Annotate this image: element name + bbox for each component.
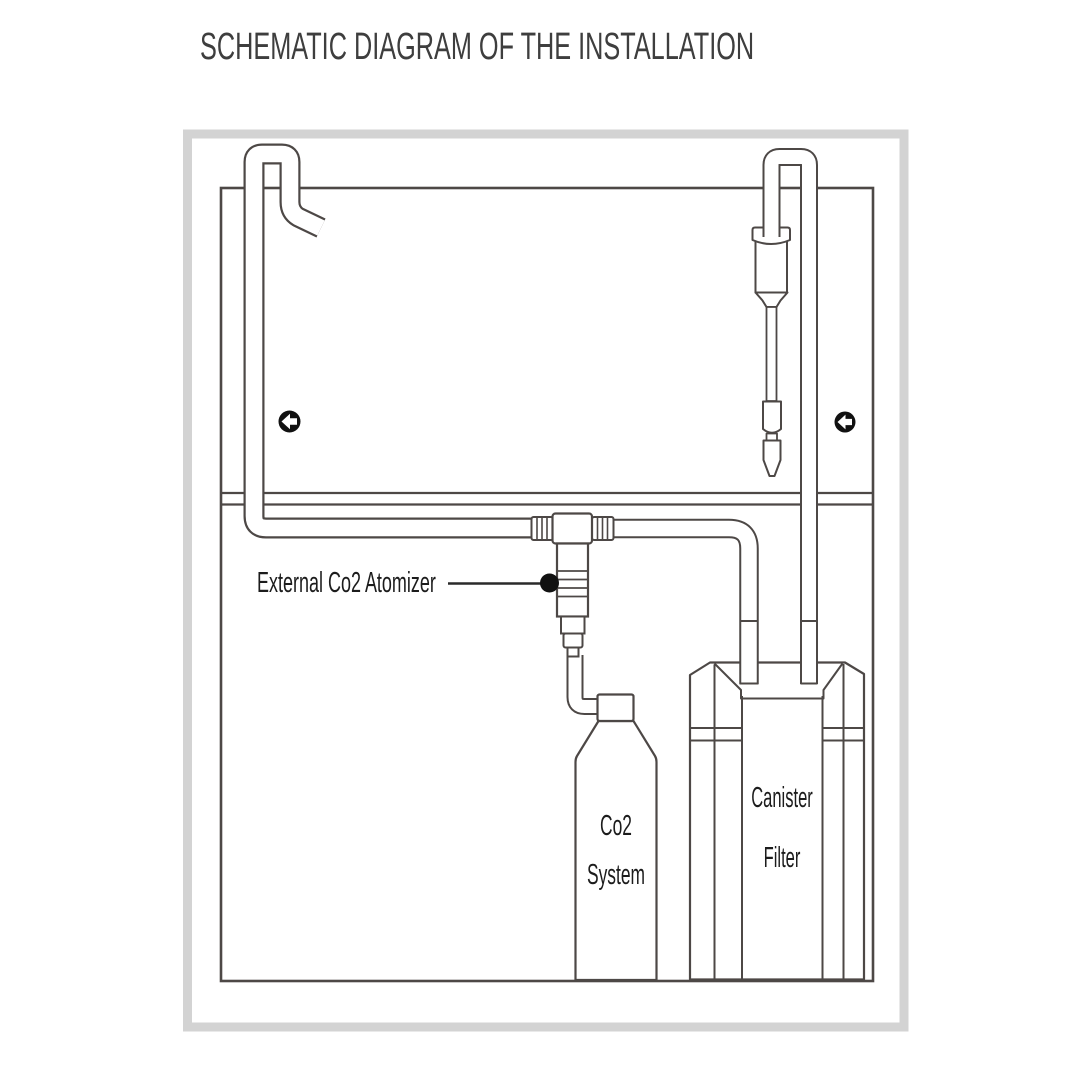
atomizer-left-barb bbox=[530, 516, 554, 541]
co2-label-line1: Co2 bbox=[600, 810, 632, 842]
filter-label-line2: Filter bbox=[763, 842, 801, 874]
co2-label-line2: System bbox=[586, 859, 646, 891]
intake-pipe bbox=[243, 143, 533, 539]
atomizer-pointer-dot bbox=[540, 573, 559, 593]
filter-lid-recess bbox=[713, 662, 844, 700]
atomizer-rib-lines bbox=[557, 570, 588, 598]
atomizer-to-bottle-tube bbox=[566, 655, 601, 715]
external-co2-atomizer bbox=[530, 512, 615, 658]
atomizer-to-filter-tube bbox=[612, 518, 759, 685]
filter-clamp-band bbox=[690, 727, 864, 742]
canister-filter-label: Canister Filter bbox=[736, 784, 827, 873]
tank-bottom-divider bbox=[222, 491, 872, 506]
canister-filter bbox=[688, 661, 866, 981]
outflow-pipe bbox=[762, 148, 818, 685]
diffuser-stem bbox=[765, 306, 778, 402]
atomizer-label: External Co2 Atomizer bbox=[257, 567, 436, 599]
diffuser-nozzle bbox=[762, 439, 782, 477]
flow-arrow-right-icon bbox=[834, 411, 856, 433]
co2-bottle-cap bbox=[596, 693, 635, 723]
co2-system-label: Co2 System bbox=[568, 812, 664, 890]
filter-label-line1: Canister bbox=[751, 782, 813, 814]
diagram-title: SCHEMATIC DIAGRAM OF THE INSTALLATION bbox=[200, 26, 755, 68]
in-tank-diffuser bbox=[751, 226, 791, 477]
atomizer-right-barb bbox=[591, 516, 615, 541]
diffuser-body bbox=[754, 240, 788, 294]
flow-arrow-left-icon bbox=[278, 410, 301, 433]
atomizer-t-block bbox=[551, 512, 594, 545]
co2-bottle-body bbox=[574, 719, 658, 982]
canister-filter-body bbox=[688, 661, 866, 981]
